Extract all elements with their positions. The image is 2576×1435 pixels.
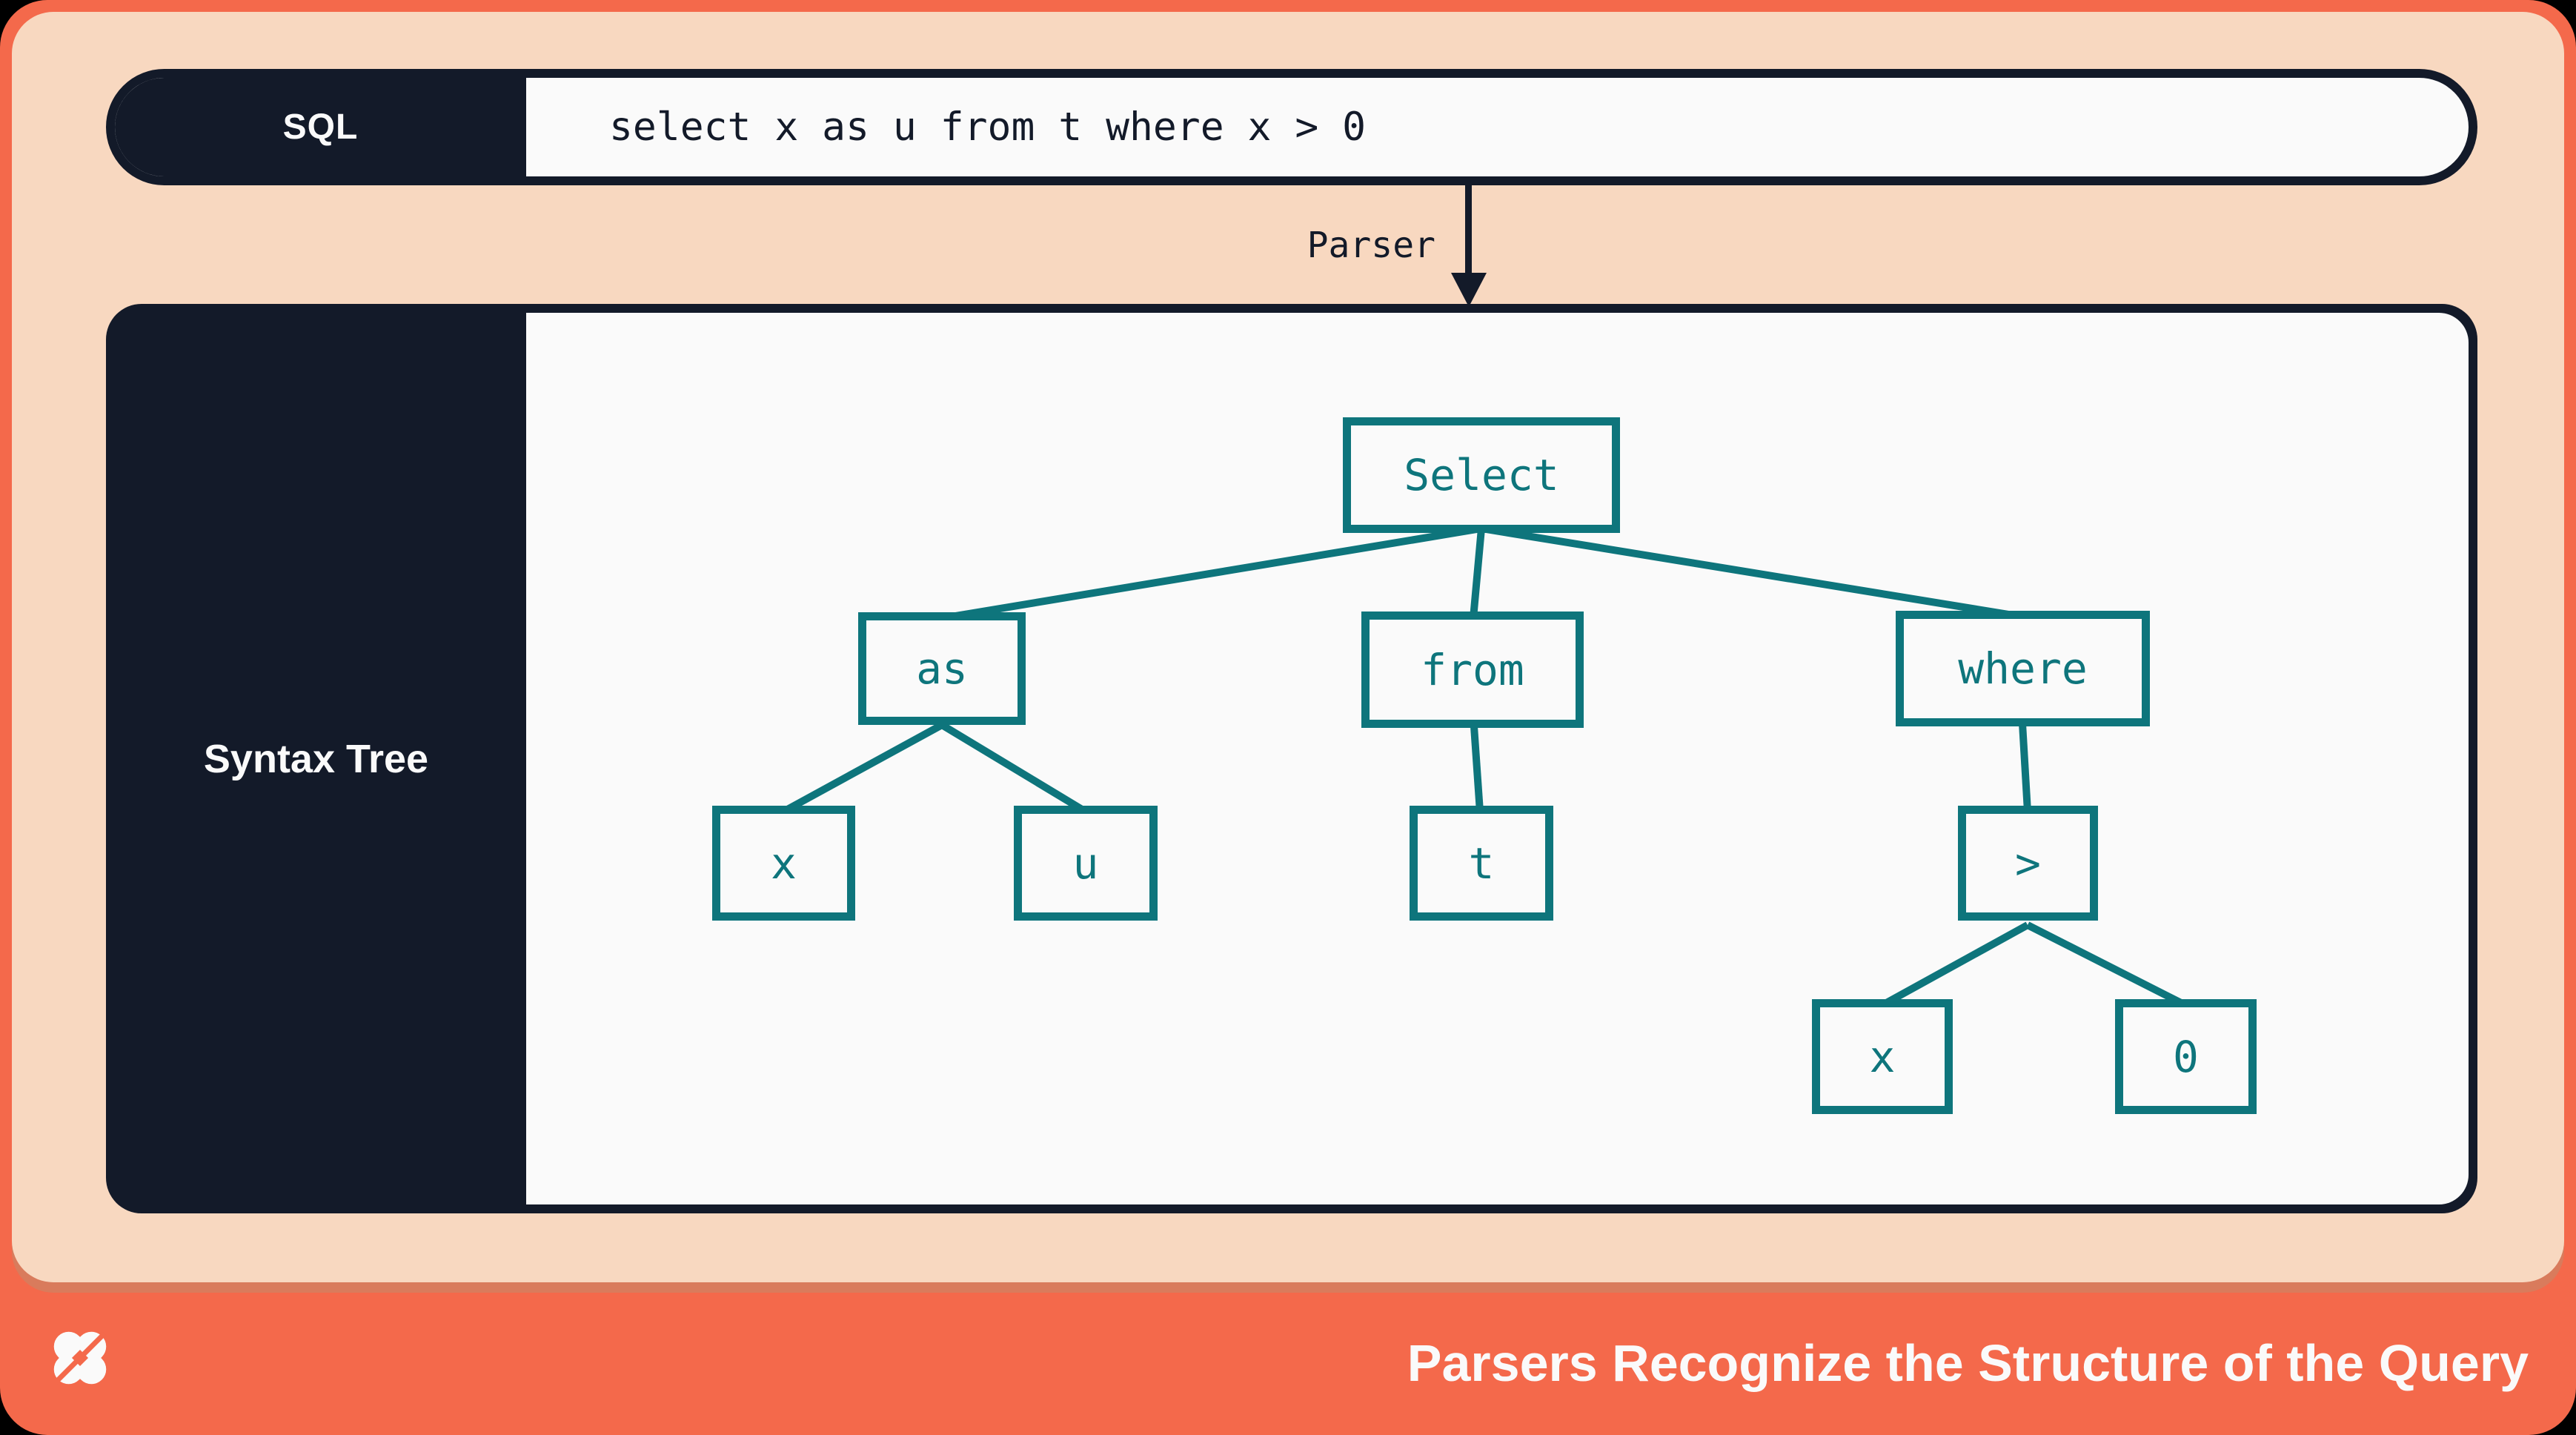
syntax-tree-panel: Syntax Tree Select as from where x u t >…	[106, 304, 2477, 1213]
dbt-logo-icon	[53, 1331, 107, 1385]
tree-node-from: from	[1361, 612, 1584, 728]
tree-edges	[781, 525, 2188, 1009]
tree-node-t: t	[1410, 806, 1553, 921]
slide-title: Parsers Recognize the Structure of the Q…	[1407, 1334, 2529, 1392]
sql-query-text: select x as u from t where x > 0	[609, 105, 1367, 150]
syntax-tree-sidebar: Syntax Tree	[106, 304, 526, 1213]
sql-bar-label: SQL	[115, 78, 526, 176]
tree-node-zero: 0	[2115, 999, 2257, 1114]
parser-label: Parser	[1307, 225, 1435, 266]
tree-node-x2: x	[1812, 999, 1953, 1114]
tree-node-gt: >	[1958, 806, 2098, 921]
tree-node-as: as	[858, 612, 1026, 725]
tree-node-u: u	[1014, 806, 1158, 921]
tree-node-x: x	[712, 806, 855, 921]
syntax-tree-title: Syntax Tree	[203, 736, 429, 781]
tree-node-select: Select	[1343, 417, 1620, 533]
tree-node-where: where	[1896, 611, 2150, 726]
sql-bar: SQL select x as u from t where x > 0	[106, 69, 2477, 185]
down-arrow-head-icon	[1451, 273, 1487, 307]
down-arrow-icon	[1465, 185, 1472, 276]
